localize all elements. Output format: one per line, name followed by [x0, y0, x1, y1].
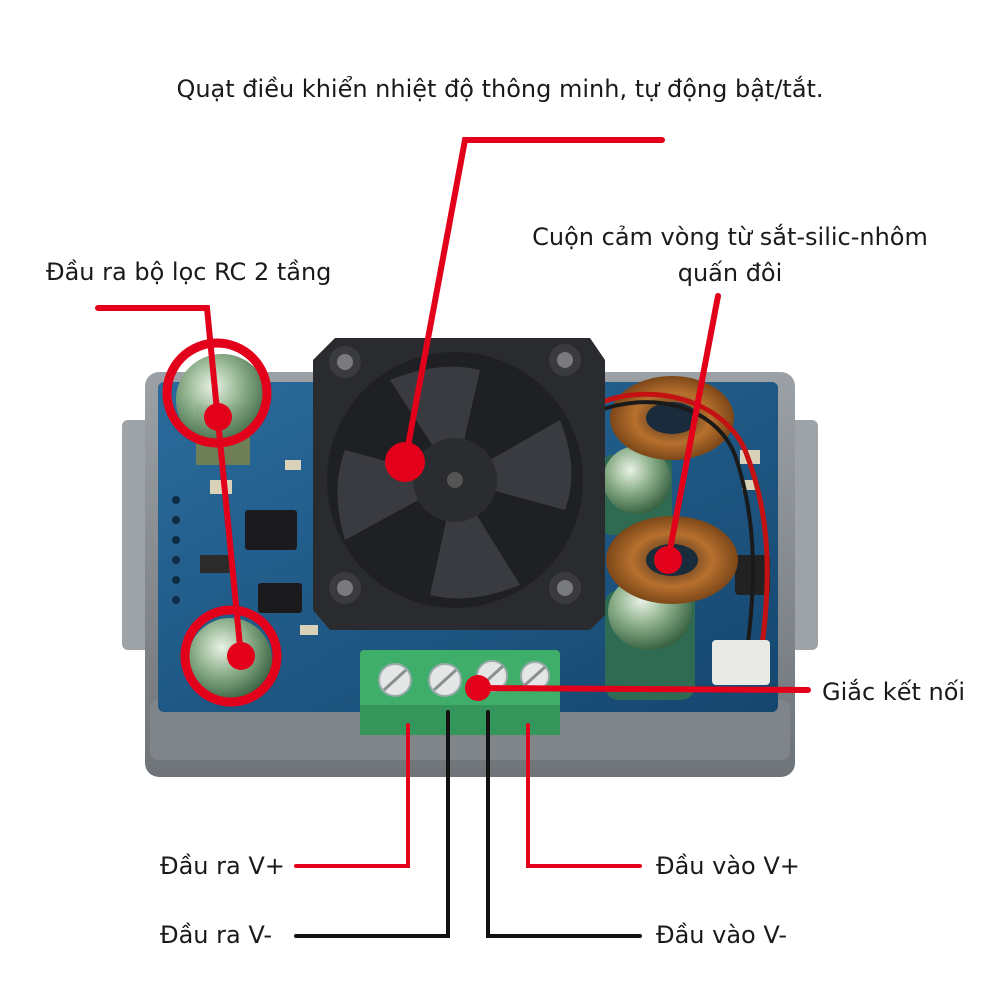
- highlight-capacitor-top: [162, 338, 272, 448]
- leader-in-pos: [526, 723, 642, 868]
- highlight-capacitor-bottom: [180, 605, 282, 707]
- label-in-neg: Đầu vào V-: [656, 921, 788, 949]
- dot-inductor: [654, 546, 682, 574]
- leader-out-neg: [294, 710, 450, 938]
- white-jst-connector: [712, 640, 770, 685]
- label-out-pos: Đầu ra V+: [160, 852, 285, 880]
- dot-capacitor-top: [204, 403, 232, 431]
- leader-fan: [402, 137, 665, 465]
- terminal-block: [360, 650, 560, 735]
- leader-in-neg: [486, 710, 642, 938]
- leader-lines: [95, 137, 811, 938]
- leader-out-pos: [294, 723, 410, 868]
- label-inductor-line2: quấn đôi: [677, 259, 783, 287]
- dot-capacitor-bottom: [227, 642, 255, 670]
- anchor-dots: [204, 403, 682, 701]
- leader-rc-filter: [95, 305, 244, 659]
- leader-connector: [475, 685, 811, 693]
- cooling-fan: [313, 338, 605, 630]
- dot-fan: [385, 442, 425, 482]
- label-fan: Quạt điều khiển nhiệt độ thông minh, tự …: [176, 75, 824, 103]
- dot-connector: [465, 675, 491, 701]
- label-in-pos: Đầu vào V+: [656, 852, 800, 880]
- label-rc-filter: Đầu ra bộ lọc RC 2 tầng: [46, 258, 332, 286]
- leader-inductor: [665, 293, 721, 563]
- label-inductor-line1: Cuộn cảm vòng từ sắt-silic-nhôm: [532, 223, 928, 251]
- label-connector: Giắc kết nối: [822, 678, 966, 706]
- highlight-rings: [162, 338, 282, 707]
- label-out-neg: Đầu ra V-: [160, 921, 273, 949]
